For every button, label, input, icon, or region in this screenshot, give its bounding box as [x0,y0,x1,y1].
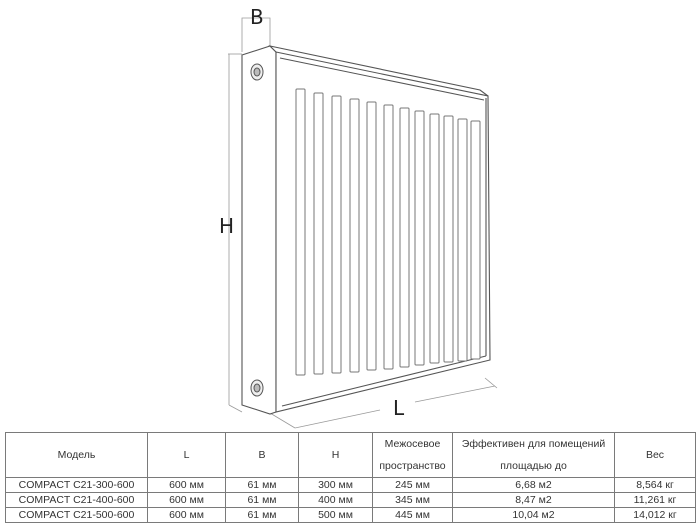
cell-b: 61 мм [225,492,299,508]
header-area: Эффективен для помещений площадью до [452,432,615,478]
cell-spacing: 245 мм [372,477,453,493]
cell-model: COMPACT C21-400-600 [5,492,148,508]
radiator-drawing: B H L [219,5,498,429]
cell-spacing: 345 мм [372,492,453,508]
cell-b: 61 мм [225,507,299,523]
cell-weight: 14,012 кг [614,507,696,523]
spec-table: Модель L B H Межосевое пространство Эффе… [5,432,696,523]
l-dimension-line-left [294,409,381,429]
cell-weight: 8,564 кг [614,477,696,493]
table-row: COMPACT C21-400-600 600 мм 61 мм 400 мм … [5,492,696,508]
header-spacing-line1: Межосевое [384,438,441,450]
cell-h: 300 мм [298,477,373,493]
table-row: COMPACT C21-300-600 600 мм 61 мм 300 мм … [5,477,696,493]
radiator-side [241,45,277,415]
radiator-illustration [228,17,498,429]
header-model: Модель [5,432,148,478]
cell-area: 8,47 м2 [452,492,615,508]
cell-h: 400 мм [298,492,373,508]
l-dimension-line-right [414,385,496,403]
l-dimension-label: L [393,396,405,420]
cell-b: 61 мм [225,477,299,493]
header-h: H [298,432,373,478]
cell-weight: 11,261 кг [614,492,696,508]
header-spacing-line2: пространство [379,460,446,472]
cell-spacing: 445 мм [372,507,453,523]
table-row: COMPACT C21-500-600 600 мм 61 мм 500 мм … [5,507,696,523]
cell-l: 600 мм [147,492,226,508]
b-dimension-label: B [250,5,264,29]
cell-area: 6,68 м2 [452,477,615,493]
cell-model: COMPACT C21-300-600 [5,477,148,493]
header-area-line2: площадью до [500,460,567,472]
header-b: B [225,432,299,478]
radiator-fins [295,88,481,376]
cell-l: 600 мм [147,507,226,523]
header-area-line1: Эффективен для помещений [461,438,606,450]
cell-area: 10,04 м2 [452,507,615,523]
cell-l: 600 мм [147,477,226,493]
cell-h: 500 мм [298,507,373,523]
header-spacing: Межосевое пространство [372,432,453,478]
header-weight: Вес [614,432,696,478]
b-dimension-line [241,17,271,52]
h-dimension-label: H [219,214,235,238]
cell-model: COMPACT C21-500-600 [5,507,148,523]
table-header-row: Модель L B H Межосевое пространство Эффе… [5,432,696,478]
header-l: L [147,432,226,478]
